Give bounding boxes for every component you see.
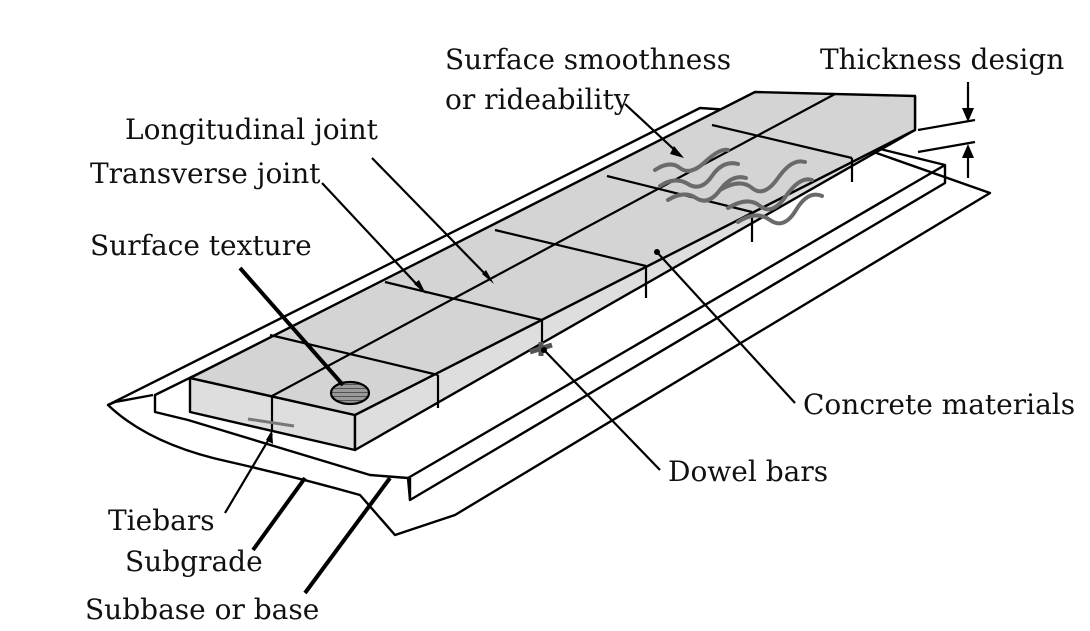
label-dowel-bars: Dowel bars [668, 455, 828, 488]
labels: Surface smoothness or rideability Thickn… [85, 43, 1075, 626]
label-surface-texture: Surface texture [90, 229, 312, 262]
leader-lines [224, 103, 796, 595]
label-transverse-joint: Transverse joint [90, 157, 321, 190]
thickness-design-arrows [917, 82, 976, 178]
tiebar-marker [247, 417, 295, 428]
label-subgrade: Subgrade [125, 545, 263, 578]
label-thickness-design: Thickness design [820, 43, 1064, 76]
label-subbase-or-base: Subbase or base [85, 593, 319, 626]
label-rideability: or rideability [445, 83, 630, 116]
surface-smoothness-marks [653, 147, 824, 226]
transverse-joint-line [494, 228, 647, 268]
label-surface-smoothness: Surface smoothness [445, 43, 731, 76]
transverse-joint-line [384, 280, 543, 322]
concrete-slab [188, 90, 917, 432]
surface-texture-patch [329, 380, 371, 406]
dowel-bar-marker [529, 342, 553, 356]
transverse-joint-line [269, 333, 439, 377]
label-tiebars: Tiebars [108, 504, 215, 537]
label-concrete-materials: Concrete materials [803, 388, 1075, 421]
label-longitudinal-joint: Longitudinal joint [125, 113, 379, 146]
transverse-joint-line [711, 123, 853, 160]
